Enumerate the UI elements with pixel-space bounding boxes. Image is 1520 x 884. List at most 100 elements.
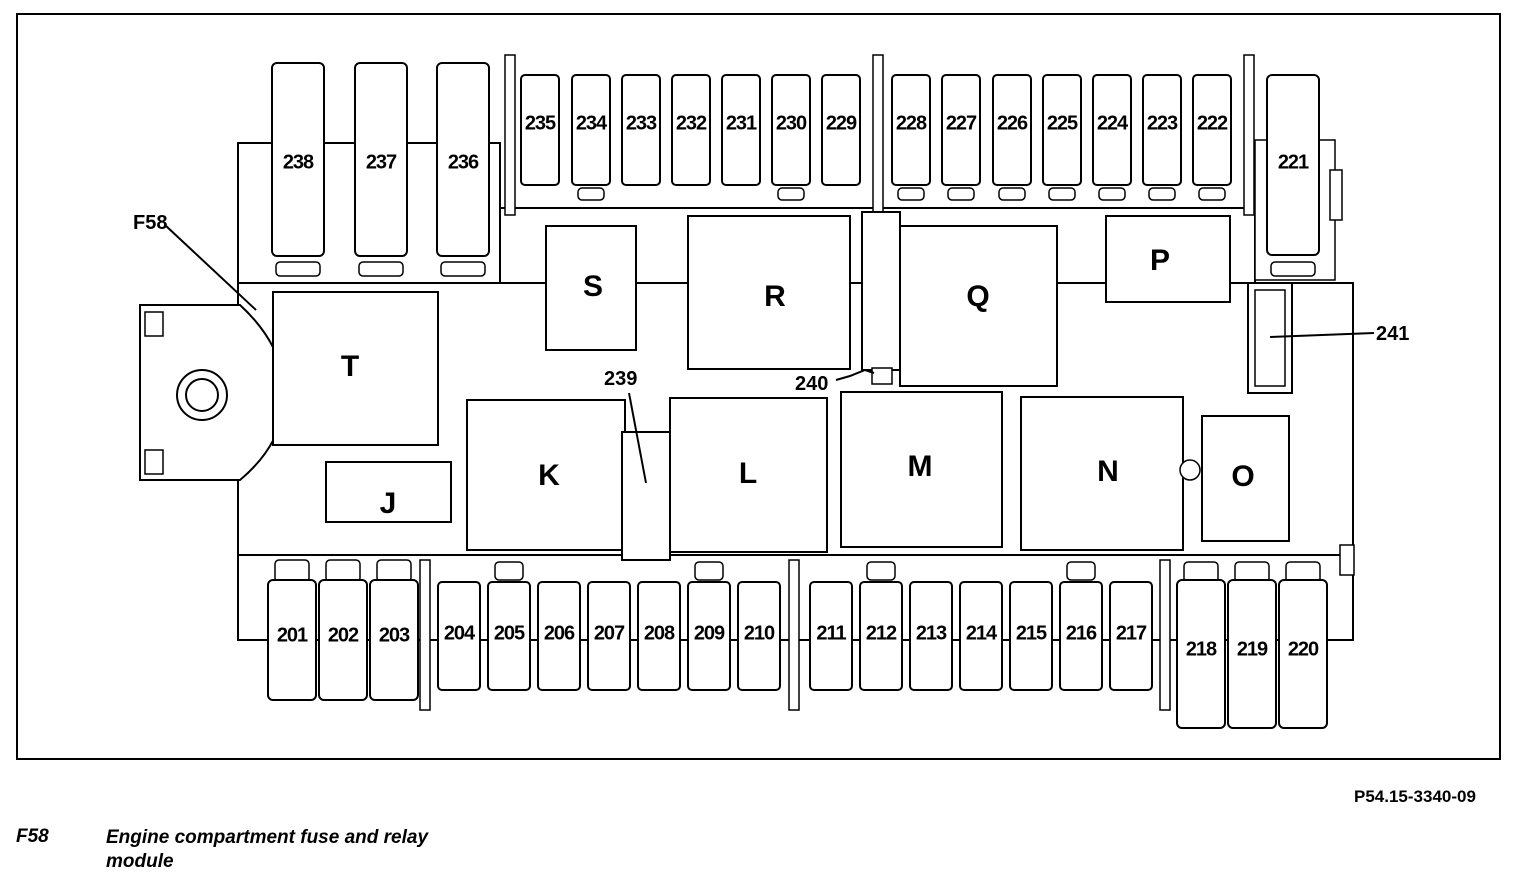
- fuse-223: 223: [1142, 74, 1182, 201]
- callout-240: 240: [795, 373, 828, 395]
- fuse-224: 224: [1092, 74, 1132, 201]
- fuse-219-label: 219: [1237, 638, 1268, 660]
- fuse-204: 204: [437, 581, 481, 691]
- fuse-235: 235: [520, 74, 560, 186]
- fuse-226-label: 226: [997, 112, 1028, 134]
- relay-K-label: K: [538, 459, 560, 492]
- callouts: F58 239 240 241: [133, 212, 1409, 484]
- relay-T-label: T: [341, 350, 359, 383]
- figure-reference: P54.15-3340-09: [1354, 787, 1476, 806]
- fuse-201: 201: [267, 559, 317, 701]
- fuse-232: 232: [671, 74, 711, 186]
- fuse-219: 219: [1227, 561, 1277, 729]
- fuse-206: 206: [537, 581, 581, 691]
- fuse-238-label: 238: [283, 151, 314, 173]
- fuse-203: 203: [369, 559, 419, 701]
- relay-R: [687, 215, 851, 370]
- fuse-225-label: 225: [1047, 112, 1078, 134]
- fuse-221: 221: [1266, 74, 1320, 277]
- relay-L-label: L: [739, 457, 757, 490]
- diagram-frame: [16, 13, 1501, 760]
- relay-O: [1201, 415, 1290, 542]
- relay-M: [840, 391, 1003, 548]
- fuse-218: 218: [1176, 561, 1226, 729]
- f58-leader-line: [164, 224, 257, 311]
- fuses-top: 238 237 236 235 234 233 232 231 230 229 …: [271, 62, 1320, 277]
- relay-S-label: S: [583, 270, 603, 303]
- relays: T S R Q P J K L M N O: [272, 215, 1290, 561]
- fuse-214: 214: [959, 581, 1003, 691]
- callout-239: 239: [604, 368, 637, 390]
- callout-241-leader: [1269, 332, 1375, 338]
- fuse-234-label: 234: [576, 112, 608, 134]
- fuse-234: 234: [571, 74, 611, 201]
- legend-description: Engine compartment fuse and relay module: [106, 827, 429, 872]
- fuse-233: 233: [621, 74, 661, 186]
- relay-M-label: M: [908, 450, 933, 483]
- fuse-207-label: 207: [594, 622, 625, 644]
- fuse-208: 208: [637, 581, 681, 691]
- relay-Q: [899, 225, 1058, 387]
- relay-O-label: O: [1231, 460, 1254, 493]
- fuse-208-label: 208: [644, 622, 675, 644]
- fuse-236: 236: [436, 62, 490, 277]
- fuse-211: 211: [809, 581, 853, 691]
- fuse-218-label: 218: [1186, 638, 1217, 660]
- relay-J-label: J: [380, 487, 397, 520]
- f58-callout: F58: [133, 212, 167, 234]
- fuse-213: 213: [909, 581, 953, 691]
- fuse-212: 212: [859, 561, 903, 691]
- fuse-202-label: 202: [328, 624, 359, 646]
- fuse-237: 237: [354, 62, 408, 277]
- fuse-238: 238: [271, 62, 325, 277]
- callout-241: 241: [1376, 323, 1409, 345]
- fuse-227-label: 227: [946, 112, 977, 134]
- fuse-236-label: 236: [448, 151, 479, 173]
- fuse-223-label: 223: [1147, 112, 1178, 134]
- fuse-222: 222: [1192, 74, 1232, 201]
- fuse-232-label: 232: [676, 112, 707, 134]
- relay-P: [1105, 215, 1231, 303]
- aux-holders: [861, 211, 1293, 394]
- fuse-203-label: 203: [379, 624, 410, 646]
- fuse-230-label: 230: [776, 112, 807, 134]
- fuse-221-label: 221: [1278, 151, 1309, 173]
- fuse-229: 229: [821, 74, 861, 186]
- fuse-229-label: 229: [826, 112, 857, 134]
- fuse-215-label: 215: [1016, 622, 1047, 644]
- fuse-228-label: 228: [896, 112, 927, 134]
- fuse-209: 209: [687, 561, 731, 691]
- relay-R-label: R: [764, 280, 786, 313]
- fuse-205-label: 205: [494, 622, 525, 644]
- fuse-207: 207: [587, 581, 631, 691]
- fuse-233-label: 233: [626, 112, 657, 134]
- fuse-231-label: 231: [726, 112, 757, 134]
- fuse-239: [621, 431, 671, 561]
- relay-N-label: N: [1097, 455, 1119, 488]
- relay-K: [466, 399, 626, 551]
- fuse-box-diagram: T S R Q P J K L M N O 238: [133, 54, 1409, 729]
- fuse-235-label: 235: [525, 112, 556, 134]
- fuse-210: 210: [737, 581, 781, 691]
- fuses-bottom: 201 202 203 204 205 206 207 208 209 210 …: [267, 559, 1328, 729]
- fuse-225: 225: [1042, 74, 1082, 201]
- legend-code: F58: [16, 826, 49, 847]
- fuse-217: 217: [1109, 581, 1153, 691]
- fuse-216-label: 216: [1066, 622, 1097, 644]
- fuse-237-label: 237: [366, 151, 397, 173]
- relay-L: [669, 397, 828, 553]
- fuse-202: 202: [318, 559, 368, 701]
- fuse-204-label: 204: [444, 622, 476, 644]
- fuse-213-label: 213: [916, 622, 947, 644]
- fuse-212-label: 212: [866, 622, 897, 644]
- fuse-206-label: 206: [544, 622, 575, 644]
- fuse-228: 228: [891, 74, 931, 201]
- callout-239-leader: [628, 392, 647, 484]
- fuse-220: 220: [1278, 561, 1328, 729]
- relay-T: [272, 291, 439, 446]
- fuse-215: 215: [1009, 581, 1053, 691]
- relay-J: [325, 461, 452, 523]
- fuse-231: 231: [721, 74, 761, 186]
- fuse-226: 226: [992, 74, 1032, 201]
- fuse-217-label: 217: [1116, 622, 1147, 644]
